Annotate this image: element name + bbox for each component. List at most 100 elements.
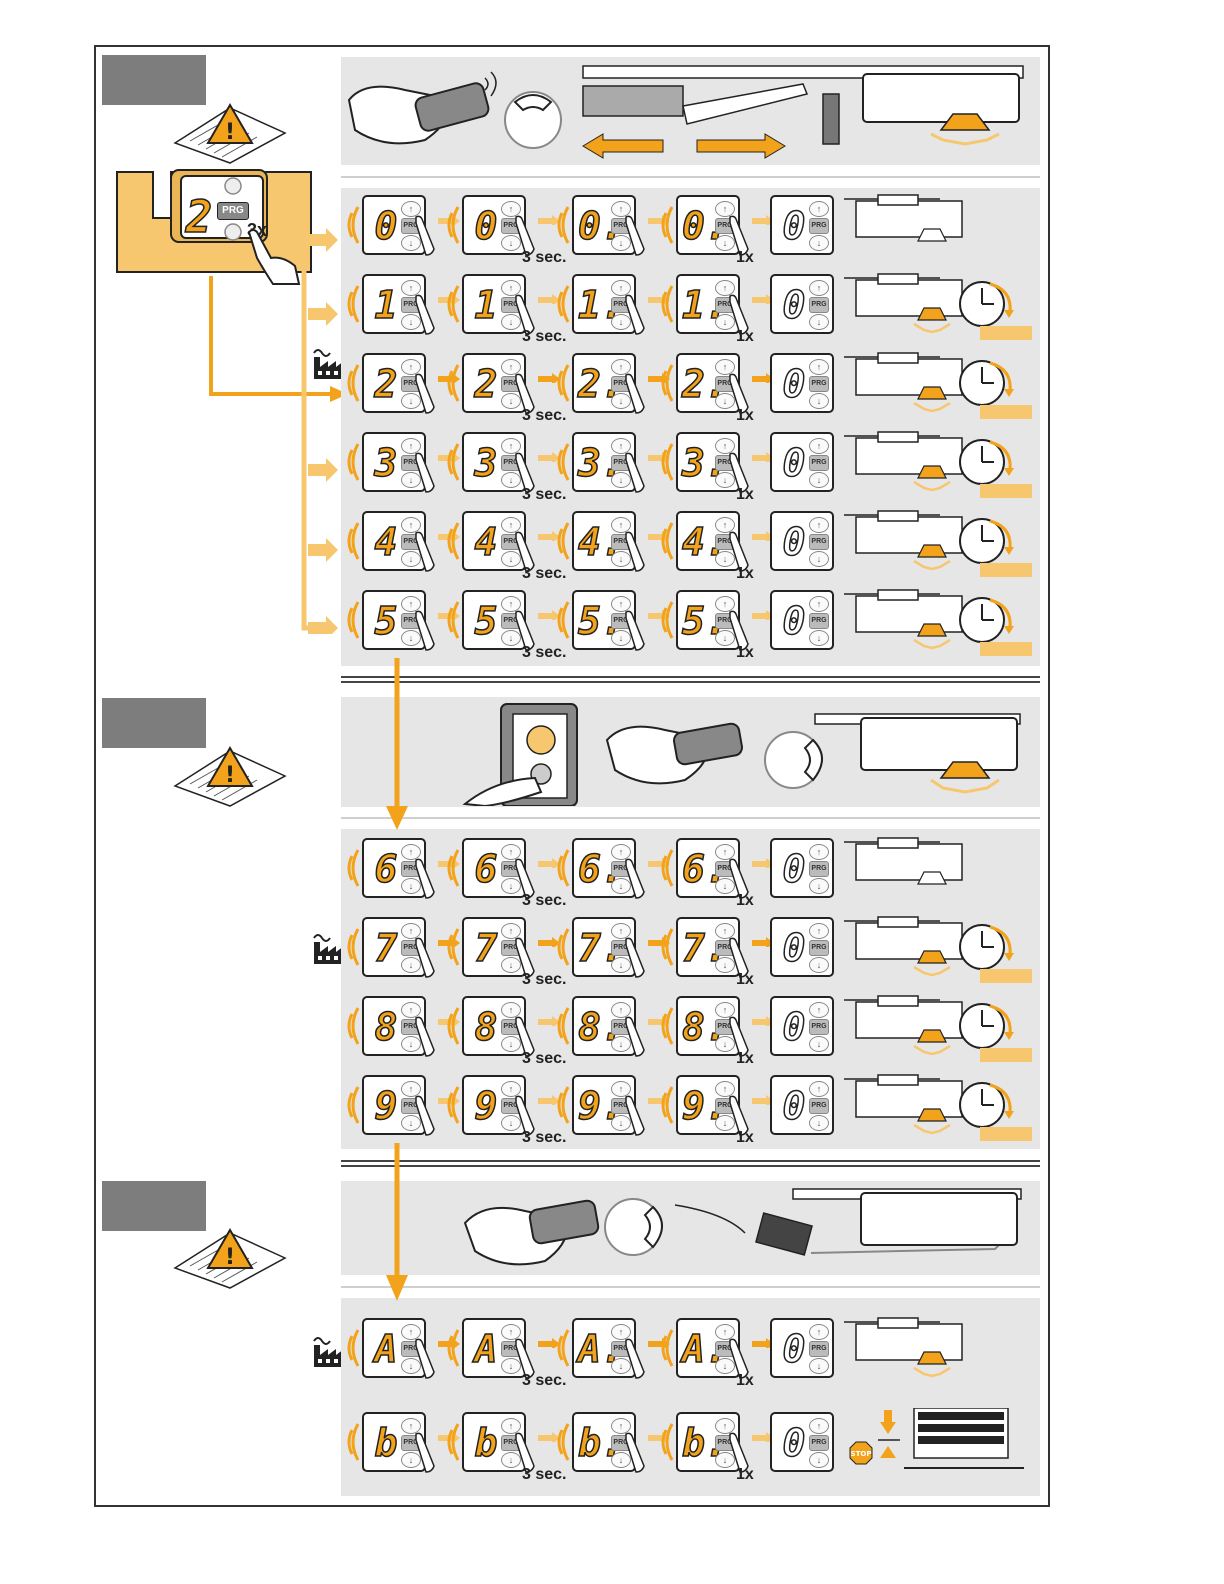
down-button[interactable]: ↓ (401, 314, 421, 330)
up-button[interactable]: ↑ (401, 1324, 421, 1340)
down-button[interactable]: ↓ (809, 314, 829, 330)
up-button[interactable]: ↑ (809, 1081, 829, 1097)
down-button[interactable]: ↓ (501, 1036, 521, 1052)
down-button[interactable]: ↓ (401, 878, 421, 894)
down-button[interactable]: ↓ (401, 1358, 421, 1374)
up-button[interactable]: ↑ (611, 596, 631, 612)
down-button[interactable]: ↓ (809, 551, 829, 567)
up-button[interactable]: ↑ (715, 1002, 735, 1018)
up-button[interactable]: ↑ (715, 359, 735, 375)
up-button[interactable]: ↑ (809, 517, 829, 533)
prg-button[interactable]: PRG (809, 534, 829, 550)
down-button[interactable]: ↓ (611, 878, 631, 894)
intro-prg-button[interactable]: PRG (217, 202, 249, 220)
up-button[interactable]: ↑ (501, 923, 521, 939)
up-button[interactable]: ↑ (501, 517, 521, 533)
up-button[interactable]: ↑ (401, 359, 421, 375)
down-button[interactable]: ↓ (501, 1358, 521, 1374)
up-button[interactable]: ↑ (809, 359, 829, 375)
up-button[interactable]: ↑ (611, 1081, 631, 1097)
prg-button[interactable]: PRG (809, 455, 829, 471)
prg-button[interactable]: PRG (809, 1435, 829, 1451)
down-button[interactable]: ↓ (611, 1358, 631, 1374)
up-button[interactable]: ↑ (715, 1418, 735, 1434)
up-button[interactable]: ↑ (501, 1324, 521, 1340)
up-button[interactable]: ↑ (809, 923, 829, 939)
down-button[interactable]: ↓ (809, 957, 829, 973)
down-button[interactable]: ↓ (715, 1452, 735, 1468)
up-button[interactable]: ↑ (401, 844, 421, 860)
up-button[interactable]: ↑ (809, 201, 829, 217)
down-button[interactable]: ↓ (715, 878, 735, 894)
up-button[interactable]: ↑ (809, 438, 829, 454)
down-button[interactable]: ↓ (611, 630, 631, 646)
down-button[interactable]: ↓ (501, 1115, 521, 1131)
up-button[interactable]: ↑ (611, 1324, 631, 1340)
up-button[interactable]: ↑ (809, 280, 829, 296)
down-button[interactable]: ↓ (501, 235, 521, 251)
down-button[interactable]: ↓ (809, 472, 829, 488)
down-button[interactable]: ↓ (611, 1452, 631, 1468)
up-button[interactable]: ↑ (401, 1081, 421, 1097)
down-button[interactable]: ↓ (401, 551, 421, 567)
up-button[interactable]: ↑ (501, 359, 521, 375)
down-button[interactable]: ↓ (715, 235, 735, 251)
up-button[interactable]: ↑ (401, 201, 421, 217)
down-button[interactable]: ↓ (611, 957, 631, 973)
prg-button[interactable]: PRG (809, 613, 829, 629)
up-button[interactable]: ↑ (715, 1081, 735, 1097)
down-button[interactable]: ↓ (401, 472, 421, 488)
prg-button[interactable]: PRG (809, 376, 829, 392)
down-button[interactable]: ↓ (809, 235, 829, 251)
down-button[interactable]: ↓ (715, 630, 735, 646)
up-button[interactable]: ↑ (401, 280, 421, 296)
down-button[interactable]: ↓ (715, 314, 735, 330)
down-button[interactable]: ↓ (715, 1036, 735, 1052)
up-button[interactable]: ↑ (501, 844, 521, 860)
up-button[interactable]: ↑ (401, 1002, 421, 1018)
down-button[interactable]: ↓ (611, 235, 631, 251)
up-button[interactable]: ↑ (809, 1324, 829, 1340)
up-button[interactable]: ↑ (611, 923, 631, 939)
up-button[interactable]: ↑ (611, 280, 631, 296)
down-button[interactable]: ↓ (401, 393, 421, 409)
down-button[interactable]: ↓ (809, 1115, 829, 1131)
up-button[interactable]: ↑ (715, 844, 735, 860)
down-button[interactable]: ↓ (715, 551, 735, 567)
down-button[interactable]: ↓ (809, 393, 829, 409)
down-button[interactable]: ↓ (809, 1036, 829, 1052)
up-button[interactable]: ↑ (611, 201, 631, 217)
down-button[interactable]: ↓ (611, 393, 631, 409)
down-button[interactable]: ↓ (401, 1115, 421, 1131)
up-button[interactable]: ↑ (501, 438, 521, 454)
up-button[interactable]: ↑ (611, 1002, 631, 1018)
up-button[interactable]: ↑ (501, 1002, 521, 1018)
up-button[interactable]: ↑ (501, 280, 521, 296)
down-button[interactable]: ↓ (809, 630, 829, 646)
down-button[interactable]: ↓ (611, 551, 631, 567)
down-button[interactable]: ↓ (501, 551, 521, 567)
down-button[interactable]: ↓ (501, 957, 521, 973)
up-button[interactable]: ↑ (611, 438, 631, 454)
prg-button[interactable]: PRG (809, 1341, 829, 1357)
up-button[interactable]: ↑ (401, 438, 421, 454)
down-button[interactable]: ↓ (401, 630, 421, 646)
down-button[interactable]: ↓ (715, 1358, 735, 1374)
down-button[interactable]: ↓ (611, 1115, 631, 1131)
down-button[interactable]: ↓ (401, 1452, 421, 1468)
prg-button[interactable]: PRG (809, 1019, 829, 1035)
up-button[interactable]: ↑ (611, 844, 631, 860)
up-button[interactable]: ↑ (715, 201, 735, 217)
up-button[interactable]: ↑ (501, 201, 521, 217)
up-button[interactable]: ↑ (501, 596, 521, 612)
prg-button[interactable]: PRG (809, 297, 829, 313)
down-button[interactable]: ↓ (809, 878, 829, 894)
down-button[interactable]: ↓ (809, 1452, 829, 1468)
down-button[interactable]: ↓ (401, 1036, 421, 1052)
down-button[interactable]: ↓ (501, 472, 521, 488)
down-button[interactable]: ↓ (715, 393, 735, 409)
down-button[interactable]: ↓ (611, 314, 631, 330)
down-button[interactable]: ↓ (715, 957, 735, 973)
down-button[interactable]: ↓ (611, 472, 631, 488)
down-button[interactable]: ↓ (401, 957, 421, 973)
